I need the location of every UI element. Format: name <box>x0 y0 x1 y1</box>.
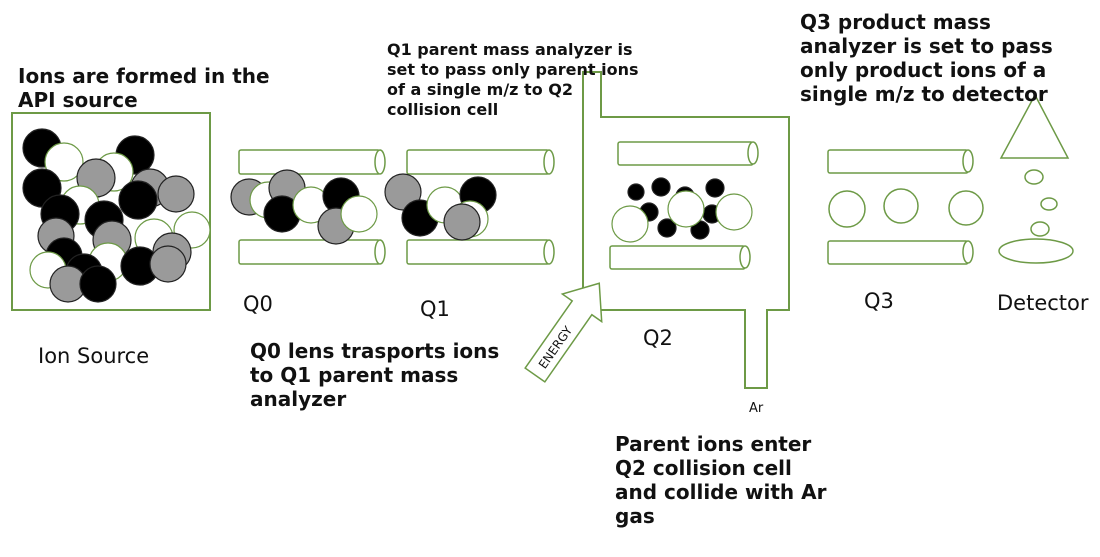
ion <box>657 218 677 238</box>
q3-note: Q3 product mass analyzer is set to pass … <box>800 10 1053 106</box>
ion <box>627 183 645 201</box>
q3-bottom-rod-end <box>962 240 974 264</box>
ion <box>443 203 481 241</box>
ion <box>384 173 422 211</box>
q2-bottom-rod-end <box>739 245 751 269</box>
ion <box>118 180 158 220</box>
q3-label: Q3 <box>864 289 894 313</box>
q1-top-rod <box>406 149 550 175</box>
q3-ion <box>883 188 919 224</box>
ion <box>651 177 671 197</box>
q1-ions <box>384 173 497 241</box>
q3-ions <box>828 188 984 228</box>
q3-quadrupole <box>827 149 974 265</box>
ion-source-label: Ion Source <box>38 344 150 368</box>
q0-bottom-rod <box>238 239 381 265</box>
q1-bottom-rod <box>406 239 550 265</box>
q1-bottom-rod-end <box>543 239 555 265</box>
q1-quadrupole <box>406 149 555 265</box>
detector-droplet <box>1030 221 1050 237</box>
q3-top-rod-end <box>962 149 974 173</box>
ion <box>715 193 753 231</box>
ion-source-ions <box>22 128 211 303</box>
q2-note: Parent ions enter Q2 collision cell and … <box>615 432 827 528</box>
q2-top-rod <box>617 141 754 166</box>
q1-note: Q1 parent mass analyzer is set to pass o… <box>387 40 639 119</box>
q2-collision-cell <box>582 71 790 389</box>
detector-cone-icon <box>998 93 1074 264</box>
detector-plate <box>998 238 1074 264</box>
ion <box>149 245 187 283</box>
q0-note: Q0 lens trasports ions to Q1 parent mass… <box>250 339 500 411</box>
ion <box>705 178 725 198</box>
q0-ions <box>230 169 378 245</box>
q3-bottom-rod <box>827 240 969 265</box>
q2-label: Q2 <box>643 326 673 350</box>
q1-top-rod-end <box>543 149 555 175</box>
ion <box>157 175 195 213</box>
ion-source-box <box>11 112 211 311</box>
q2-ions <box>611 177 753 243</box>
q2-quadrupole <box>609 141 759 270</box>
q0-bottom-rod-end <box>374 239 386 265</box>
q2-bottom-rod <box>609 245 746 270</box>
q3-top-rod <box>827 149 969 174</box>
detector-label: Detector <box>997 291 1089 315</box>
q0-top-rod-end <box>374 149 386 175</box>
ion <box>340 195 378 233</box>
detector-triangle <box>999 93 1070 159</box>
q0-top-rod <box>238 149 381 175</box>
q0-quadrupole <box>238 149 386 265</box>
ion <box>611 205 649 243</box>
ar-label: Ar <box>749 401 764 416</box>
q3-ion <box>828 190 866 228</box>
q2-top-rod-end <box>747 141 759 165</box>
q3-ion <box>948 190 984 226</box>
api-source-note: Ions are formed in the API source <box>18 64 270 112</box>
ion <box>79 265 117 303</box>
ion <box>667 190 705 228</box>
detector-droplet <box>1040 197 1058 211</box>
q1-label: Q1 <box>420 297 450 321</box>
q0-label: Q0 <box>243 292 273 316</box>
detector-droplet <box>1024 169 1044 185</box>
energy-arrow-icon: ENERGY <box>524 282 603 383</box>
ion <box>44 142 84 182</box>
